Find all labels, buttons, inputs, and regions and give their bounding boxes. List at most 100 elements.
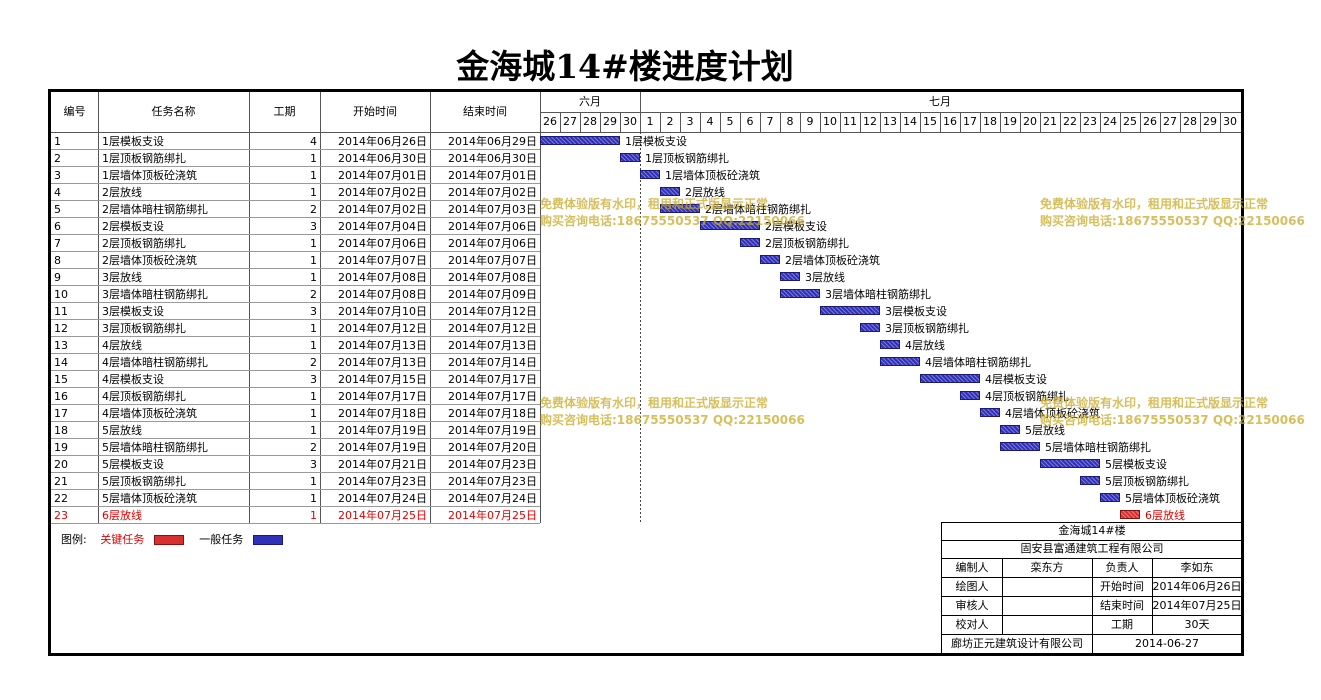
- task-end: 2014年07月03日: [448, 203, 537, 216]
- task-id: 17: [54, 407, 68, 420]
- task-start: 2014年07月13日: [338, 356, 427, 369]
- task-id: 9: [54, 271, 61, 284]
- gantt-bar: [1000, 442, 1040, 451]
- info-cell: 栾东方: [1030, 561, 1064, 574]
- task-duration: 2: [310, 288, 317, 301]
- task-duration: 1: [310, 475, 317, 488]
- task-start: 2014年07月10日: [338, 305, 427, 318]
- gantt-bar-label: 5层墙体暗柱钢筋绑扎: [1045, 441, 1151, 454]
- task-duration: 3: [310, 220, 317, 233]
- task-end: 2014年07月23日: [448, 475, 537, 488]
- gantt-bar-label: 5层模板支设: [1105, 458, 1167, 471]
- task-duration: 1: [310, 271, 317, 284]
- task-name: 3层放线: [102, 271, 142, 284]
- task-end: 2014年06月30日: [448, 152, 537, 165]
- info-company: 固安县富通建筑工程有限公司: [1020, 542, 1164, 555]
- gantt-bar: [540, 136, 620, 145]
- gantt-bar: [1120, 510, 1140, 519]
- legend-prefix: 图例:: [61, 533, 87, 546]
- task-end: 2014年07月09日: [448, 288, 537, 301]
- info-footer-company: 廊坊正元建筑设计有限公司: [951, 637, 1083, 650]
- gantt-bar-label: 4层放线: [905, 339, 945, 352]
- day-label: 15: [923, 115, 937, 128]
- day-label: 26: [543, 115, 557, 128]
- task-name: 1层墙体顶板砼浇筑: [102, 169, 197, 182]
- gantt-bar: [660, 204, 700, 213]
- task-start: 2014年07月15日: [338, 373, 427, 386]
- info-cell: 30天: [1184, 618, 1210, 631]
- info-col-line: [1002, 558, 1003, 634]
- task-duration: 3: [310, 305, 317, 318]
- day-label: 29: [1203, 115, 1217, 128]
- gantt-bar: [620, 153, 640, 162]
- gantt-bar: [1000, 425, 1020, 434]
- task-name: 4层墙体暗柱钢筋绑扎: [102, 356, 208, 369]
- task-duration: 1: [310, 322, 317, 335]
- info-cell: 结束时间: [1100, 599, 1144, 612]
- task-duration: 4: [310, 135, 317, 148]
- task-end: 2014年07月17日: [448, 390, 537, 403]
- day-label: 28: [583, 115, 597, 128]
- task-name: 1层顶板钢筋绑扎: [102, 152, 186, 165]
- info-row-line: [942, 540, 1242, 541]
- legend: 图例: 关键任务 一般任务: [61, 533, 295, 547]
- info-cell: 2014年07月25日: [1152, 599, 1242, 612]
- task-duration: 1: [310, 390, 317, 403]
- day-label: 1: [646, 115, 654, 128]
- task-start: 2014年07月04日: [338, 220, 427, 233]
- info-cell: 负责人: [1105, 561, 1139, 574]
- task-id: 13: [54, 339, 68, 352]
- task-id: 20: [54, 458, 68, 471]
- legend-normal-swatch: [252, 535, 283, 545]
- task-name: 4层模板支设: [102, 373, 164, 386]
- day-label: 9: [806, 115, 814, 128]
- task-name: 5层墙体暗柱钢筋绑扎: [102, 441, 208, 454]
- day-label: 6: [746, 115, 754, 128]
- task-start: 2014年07月25日: [338, 509, 427, 522]
- task-id: 19: [54, 441, 68, 454]
- gantt-bar: [1100, 493, 1120, 502]
- task-id: 16: [54, 390, 68, 403]
- task-id: 3: [54, 169, 61, 182]
- day-label: 27: [1163, 115, 1177, 128]
- task-start: 2014年07月13日: [338, 339, 427, 352]
- gantt-bar-label: 1层模板支设: [625, 135, 687, 148]
- task-id: 14: [54, 356, 68, 369]
- task-id: 7: [54, 237, 61, 250]
- gantt-bar: [880, 340, 900, 349]
- task-duration: 2: [310, 203, 317, 216]
- gantt-bar-label: 2层顶板钢筋绑扎: [765, 237, 849, 250]
- task-name: 2层墙体暗柱钢筋绑扎: [102, 203, 208, 216]
- task-duration: 1: [310, 339, 317, 352]
- task-start: 2014年07月19日: [338, 424, 427, 437]
- task-end: 2014年07月17日: [448, 373, 537, 386]
- day-label: 25: [1123, 115, 1137, 128]
- task-duration: 2: [310, 441, 317, 454]
- task-start: 2014年07月07日: [338, 254, 427, 267]
- task-start: 2014年06月26日: [338, 135, 427, 148]
- day-label: 2: [666, 115, 674, 128]
- gantt-bar-label: 2层墙体顶板砼浇筑: [785, 254, 880, 267]
- task-duration: 1: [310, 186, 317, 199]
- gantt-grid: [51, 92, 1241, 524]
- info-cell: 开始时间: [1100, 580, 1144, 593]
- gantt-bar-label: 4层模板支设: [985, 373, 1047, 386]
- table-header-name: 任务名称: [151, 105, 196, 118]
- task-id: 5: [54, 203, 61, 216]
- gantt-bar-label: 3层模板支设: [885, 305, 947, 318]
- gantt-bar-label: 5层墙体顶板砼浇筑: [1125, 492, 1220, 505]
- task-end: 2014年07月12日: [448, 322, 537, 335]
- task-duration: 2: [310, 356, 317, 369]
- task-name: 2层放线: [102, 186, 142, 199]
- task-start: 2014年07月17日: [338, 390, 427, 403]
- task-id: 23: [54, 509, 68, 522]
- task-end: 2014年07月08日: [448, 271, 537, 284]
- info-cell: 校对人: [955, 618, 989, 631]
- task-id: 2: [54, 152, 61, 165]
- task-duration: 1: [310, 237, 317, 250]
- gantt-bar-label: 4层墙体顶板砼浇筑: [1005, 407, 1100, 420]
- task-end: 2014年07月20日: [448, 441, 537, 454]
- task-end: 2014年07月14日: [448, 356, 537, 369]
- gantt-bar: [780, 272, 800, 281]
